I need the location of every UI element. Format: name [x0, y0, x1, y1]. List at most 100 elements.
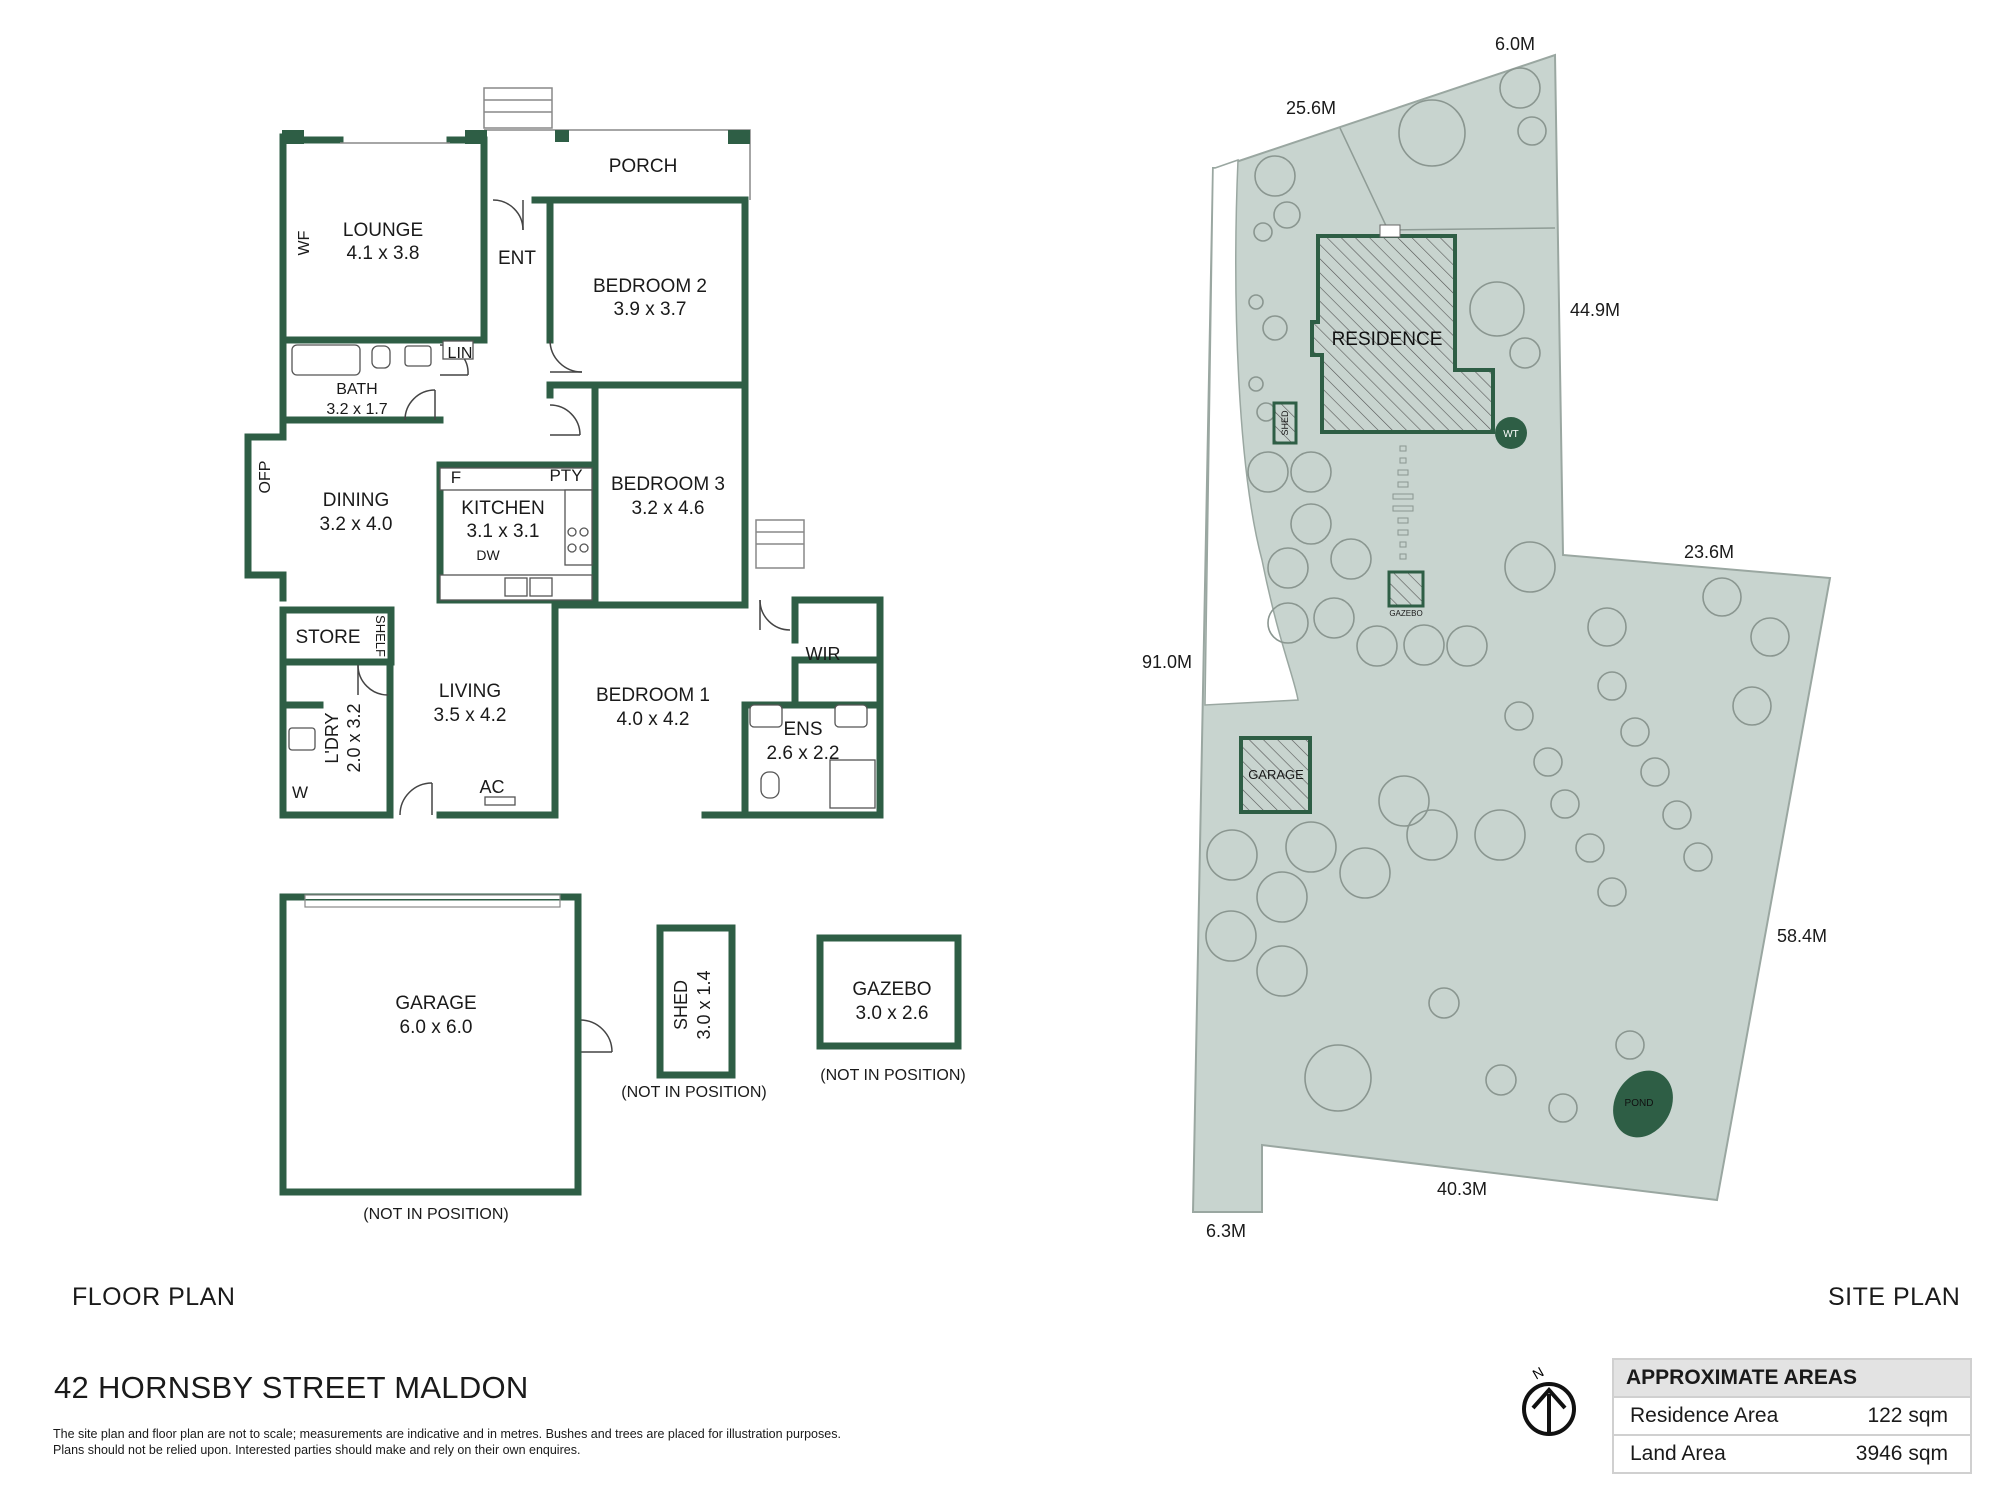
- room-size: 3.2 x 1.7: [326, 401, 387, 418]
- air-conditioner-label: AC: [479, 777, 504, 797]
- north-arrow-letter: N: [1530, 1364, 1547, 1383]
- boundary-dimension: 6.3M: [1206, 1221, 1246, 1241]
- room-bath: BATH 3.2 x 1.7: [326, 381, 387, 418]
- wall-post: [465, 130, 487, 144]
- boundary-dimension: 40.3M: [1437, 1179, 1487, 1199]
- outbuilding-garage: GARAGE 6.0 x 6.0 (NOT IN POSITION): [363, 993, 508, 1223]
- room-living: LIVING 3.5 x 4.2: [434, 681, 507, 726]
- room-name: KITCHEN: [461, 498, 544, 519]
- room-name: BATH: [336, 381, 377, 398]
- pantry-label: PTY: [549, 466, 582, 485]
- room-kitchen: KITCHEN 3.1 x 3.1: [461, 498, 544, 542]
- room-size: 3.1 x 3.1: [467, 521, 540, 542]
- site-garage-label: GARAGE: [1248, 767, 1304, 782]
- site-plan: RESIDENCE SHED WT GAZEBO GARAGE POND 6.0…: [1142, 34, 1832, 1241]
- room-name: ENS: [783, 719, 822, 740]
- site-garage: [1239, 736, 1312, 814]
- room-name: STORE: [295, 627, 360, 648]
- outbuilding-note: (NOT IN POSITION): [363, 1206, 508, 1223]
- room-name: BEDROOM 3: [611, 474, 725, 495]
- room-name: LOUNGE: [343, 220, 423, 241]
- boundary-dimension: 23.6M: [1684, 542, 1734, 562]
- boundary-dimension: 58.4M: [1777, 926, 1827, 946]
- boundary-dimension: 91.0M: [1142, 652, 1192, 672]
- areas-row-residence: Residence Area 122 sqm: [1614, 1398, 1970, 1434]
- boundary-dimension: 25.6M: [1286, 98, 1336, 118]
- site-gazebo: [1387, 570, 1425, 608]
- wood-fire-label: WF: [296, 230, 313, 255]
- site-plan-caption: SITE PLAN: [1828, 1283, 1961, 1311]
- site-shed-label: SHED: [1280, 410, 1290, 436]
- trees: [1205, 67, 1790, 1123]
- room-bedroom-1: BEDROOM 1 4.0 x 4.2: [596, 685, 710, 730]
- outbuilding-name: GARAGE: [395, 993, 476, 1014]
- area-value: 3946 sqm: [1855, 1442, 1948, 1465]
- outbuilding-note: (NOT IN POSITION): [621, 1084, 766, 1101]
- room-bedroom-2: BEDROOM 2 3.9 x 3.7: [593, 276, 707, 320]
- entry-label: ENT: [498, 248, 536, 269]
- walk-in-robe-label: WIR: [806, 644, 841, 664]
- porch-label: PORCH: [609, 156, 678, 177]
- residence-label: RESIDENCE: [1332, 329, 1443, 350]
- room-size: 3.2 x 4.0: [320, 514, 393, 535]
- wall-post: [555, 130, 569, 142]
- north-arrow-icon: [1522, 1382, 1576, 1436]
- floor-plan: PORCH ENT LIN WF OFP F PTY DW AC SHELF W…: [244, 87, 966, 1223]
- room-name: BEDROOM 2: [593, 276, 707, 297]
- washer-label: W: [292, 783, 308, 802]
- pond: [1613, 1070, 1673, 1138]
- room-lounge: LOUNGE 4.1 x 3.8: [343, 220, 423, 264]
- dishwasher-label: DW: [476, 547, 500, 563]
- open-fireplace-label: OFP: [257, 461, 274, 494]
- room-name: BEDROOM 1: [596, 685, 710, 706]
- outbuilding-walls: [279, 893, 962, 1196]
- outbuilding-name: GAZEBO: [852, 979, 931, 1000]
- disclaimer-line: The site plan and floor plan are not to …: [53, 1427, 841, 1441]
- residence-porch: [1379, 224, 1401, 238]
- disclaimer: The site plan and floor plan are not to …: [53, 1426, 841, 1458]
- boundary-dimension: 44.9M: [1570, 300, 1620, 320]
- room-dining: DINING 3.2 x 4.0: [320, 490, 393, 535]
- outbuilding-size: 3.0 x 2.6: [856, 1003, 929, 1024]
- wall-post: [282, 130, 304, 144]
- property-address: 42 HORNSBY STREET MALDON: [54, 1370, 529, 1405]
- room-name: DINING: [323, 490, 390, 511]
- room-ensuite: ENS 2.6 x 2.2: [767, 719, 840, 764]
- outbuilding-name: SHED: [671, 980, 691, 1030]
- room-store: STORE: [295, 627, 360, 648]
- outbuilding-note: (NOT IN POSITION): [820, 1067, 965, 1084]
- area-label: Residence Area: [1630, 1404, 1779, 1427]
- fixtures: [288, 340, 876, 809]
- pond-label: POND: [1625, 1098, 1654, 1109]
- door-swings: [357, 199, 791, 1053]
- outbuilding-size: 3.0 x 1.4: [694, 970, 714, 1039]
- outbuilding-gazebo: GAZEBO 3.0 x 2.6 (NOT IN POSITION): [820, 979, 965, 1084]
- room-bedroom-3: BEDROOM 3 3.2 x 4.6: [611, 474, 725, 519]
- room-name: L'DRY: [322, 712, 342, 763]
- room-laundry: L'DRY 2.0 x 3.2: [322, 703, 364, 772]
- shelf-label: SHELF: [373, 615, 388, 657]
- room-size: 2.6 x 2.2: [767, 743, 840, 764]
- floor-plan-caption: FLOOR PLAN: [72, 1283, 236, 1311]
- outbuilding-size: 6.0 x 6.0: [400, 1017, 473, 1038]
- approximate-areas-table: APPROXIMATE AREAS Residence Area 122 sqm…: [1612, 1358, 1972, 1474]
- driveway: [1204, 158, 1299, 706]
- site-shed: [1272, 401, 1298, 445]
- boundary-dimension: 6.0M: [1495, 34, 1535, 54]
- room-size: 4.1 x 3.8: [347, 243, 420, 264]
- room-size: 3.2 x 4.6: [632, 498, 705, 519]
- path-stepping-stones: [1392, 445, 1414, 560]
- areas-row-land: Land Area 3946 sqm: [1614, 1434, 1970, 1472]
- linen-label: LIN: [448, 345, 473, 362]
- residence-footprint: [1310, 234, 1495, 434]
- area-label: Land Area: [1630, 1442, 1726, 1465]
- room-size: 2.0 x 3.2: [344, 703, 364, 772]
- area-value: 122 sqm: [1867, 1404, 1948, 1427]
- wall-post: [728, 130, 750, 144]
- room-size: 4.0 x 4.2: [617, 709, 690, 730]
- water-tank-label: WT: [1503, 429, 1519, 440]
- room-name: LIVING: [439, 681, 501, 702]
- outbuilding-shed: SHED 3.0 x 1.4 (NOT IN POSITION): [621, 970, 766, 1101]
- site-gazebo-label: GAZEBO: [1389, 609, 1422, 618]
